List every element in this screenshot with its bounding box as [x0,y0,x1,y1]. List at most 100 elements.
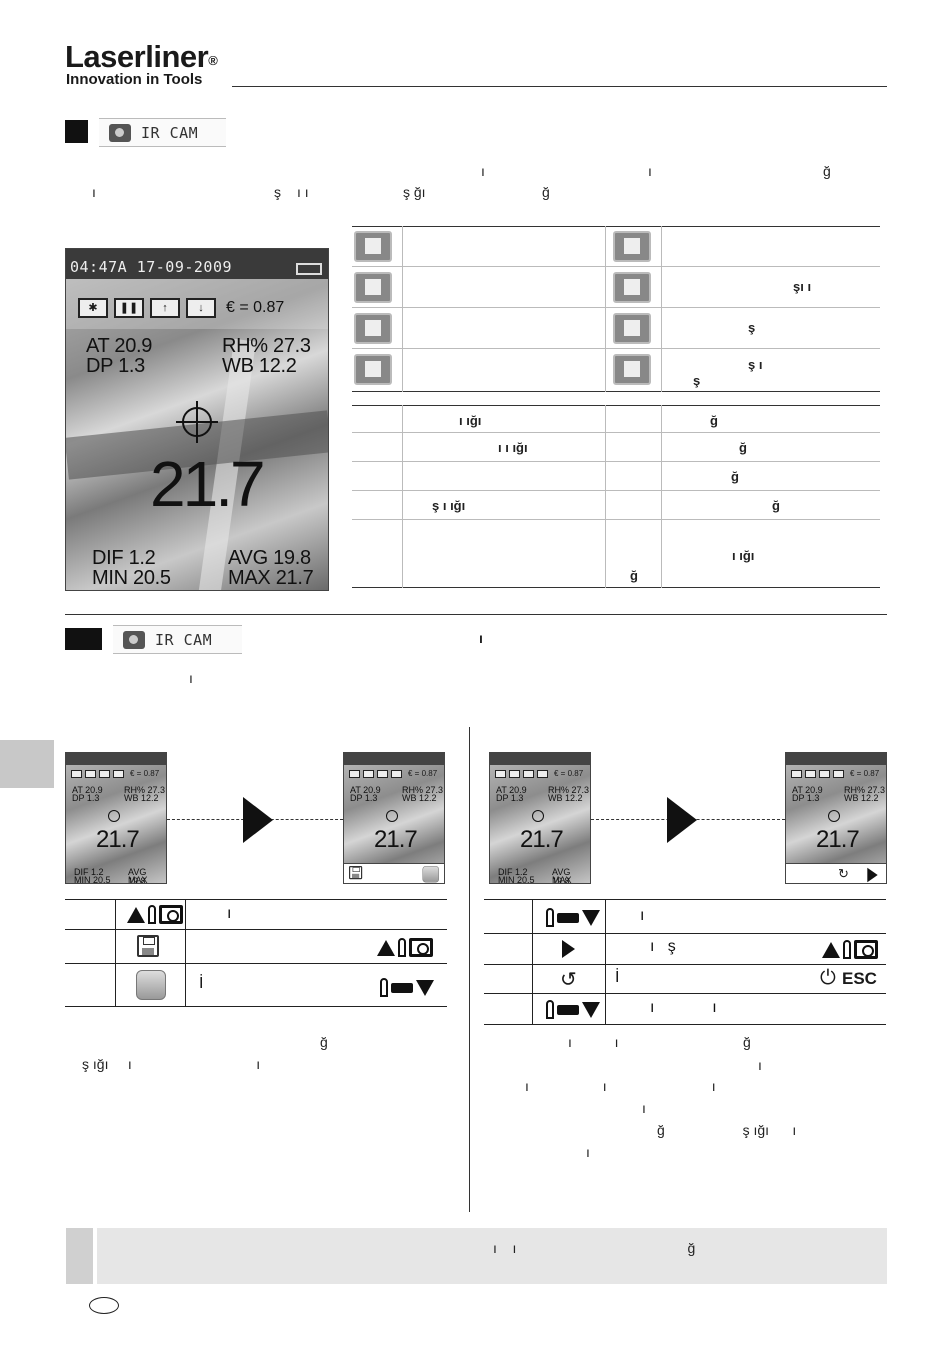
table-row: ğ [352,462,880,491]
probe-icon [148,905,156,924]
column-divider [469,727,470,1212]
heading-frag: ı [479,630,483,646]
mini-display-save: € = 0.87 AT 20.9 DP 1.3 RH% 27.3 WB 12.2… [343,752,445,884]
para-frag: ı [758,1057,762,1073]
crosshair-icon [108,810,120,822]
language-tab [0,740,54,788]
ircam-icon [123,630,145,649]
table-row: ı [484,899,886,934]
mini-dif: DIF 1.2 [498,867,528,877]
snowflake-icon [354,354,392,385]
crosshair-icon [532,810,544,822]
up-arrow-icon [127,906,145,923]
table-cell: İ [199,975,204,992]
table-cell: ı ı ığı [498,440,528,455]
camera-icon [854,940,878,959]
camera-icon [409,938,433,957]
table-row: ı ş [484,934,886,965]
battery-icon [296,263,322,275]
brand-logo: Laserliner® [65,39,218,74]
trash-icon [422,866,439,883]
up-arrow-icon [377,939,395,956]
table-row: ı ı ığı ğ [352,433,880,462]
table-row [65,930,447,964]
mini-rh: RH% 27.3 [844,785,886,795]
trash-icon [136,970,166,1000]
mini-display-playback: € = 0.87 AT 20.9 DP 1.3 RH% 27.3 WB 12.2… [785,752,887,884]
mini-temp: 21.7 [816,826,860,853]
mini-emissivity: € = 0.87 [554,769,584,778]
table-cell: ğ [739,440,747,455]
note-text: ı ı ğ [493,1240,696,1256]
mini-wb: WB 12.2 [844,793,879,803]
mini-dp: DP 1.3 [496,793,524,803]
table-cell: ğ [630,568,638,583]
table-row: ı ı [484,994,886,1025]
mini-rh: RH% 27.3 [124,785,166,795]
probe-icon [546,1000,554,1019]
table-cell: ğ [731,469,739,484]
mini-at: AT 20.9 [72,785,103,795]
save-icon [349,866,363,880]
play-icon [867,867,878,883]
crosshair-icon [386,810,398,822]
mini-emissivity: € = 0.87 [408,769,438,778]
para-frag: ğ [320,1034,328,1050]
play-icon [354,272,392,303]
mini-display: € = 0.87 AT 20.9 DP 1.3 RH% 27.3 WB 12.2… [489,752,591,884]
table-cell: ı ığı [459,413,482,428]
mini-at: AT 20.9 [792,785,823,795]
legend-text: ş ı [748,357,763,372]
intro-frag: ı ı [297,184,309,200]
mini-dp: DP 1.3 [792,793,820,803]
pause-icon: ❚❚ [114,298,144,318]
crosshair-icon [176,401,218,443]
legend-text: şı ı [793,279,812,294]
para-frag: ı ı ı [525,1078,716,1094]
section-rule [65,614,887,615]
mini-max: MAX 21.7 [552,875,572,884]
bell-icon [613,272,651,303]
section-marker [65,628,102,650]
mini-at: AT 20.9 [350,785,381,795]
snowflake-icon: ✱ [78,298,108,318]
table-row: ş ı ığı ğ [352,491,880,520]
mini-dif: DIF 1.2 [74,867,104,877]
min-value: MIN 20.5 [92,567,171,589]
down-arrow-icon [416,979,434,996]
down-arrow-icon [582,909,600,926]
mini-at: AT 20.9 [496,785,527,795]
camera-icon [354,231,392,262]
ambient-temp: AT 20.9 [86,335,153,357]
para-frag: ı [586,1144,590,1160]
table-row: ↺ İ ⏻ ESC [484,965,886,994]
undo-icon: ↺ [560,969,577,991]
para-frag: ğ ş ığı ı [657,1122,797,1138]
mini-wb: WB 12.2 [402,793,437,803]
mini-temp: 21.7 [96,826,140,853]
intro-frag: ğ [542,184,550,200]
mini-rh: RH% 27.3 [402,785,444,795]
esc-key: ESC [842,969,877,988]
mini-min: MIN 20.5 [498,875,535,884]
humidity: RH% 27.3 [222,335,311,357]
mini-dp: DP 1.3 [72,793,100,803]
table-row: ı [65,899,447,930]
dew-point: DP 1.3 [86,355,145,377]
up-arrow-icon [822,941,840,958]
table-cell: İ [615,969,620,986]
alarm-high-icon [613,231,651,262]
ircam-icon [109,123,131,142]
table-cell: ğ [772,498,780,513]
mini-wb: WB 12.2 [124,793,159,803]
pause-icon [354,313,392,344]
note-box [66,1228,887,1284]
para-frag: ı ı ğ [568,1034,751,1050]
intro-frag: ş ğı [403,184,426,200]
table-cell: ı [227,905,232,922]
mini-max: MAX 21.7 [128,875,148,884]
max-value: MAX 21.7 [228,567,314,589]
sub-frag: ı [189,670,193,686]
language-oval-icon [89,1297,119,1314]
display-datetime: 04:47A 17-09-2009 [66,249,328,279]
